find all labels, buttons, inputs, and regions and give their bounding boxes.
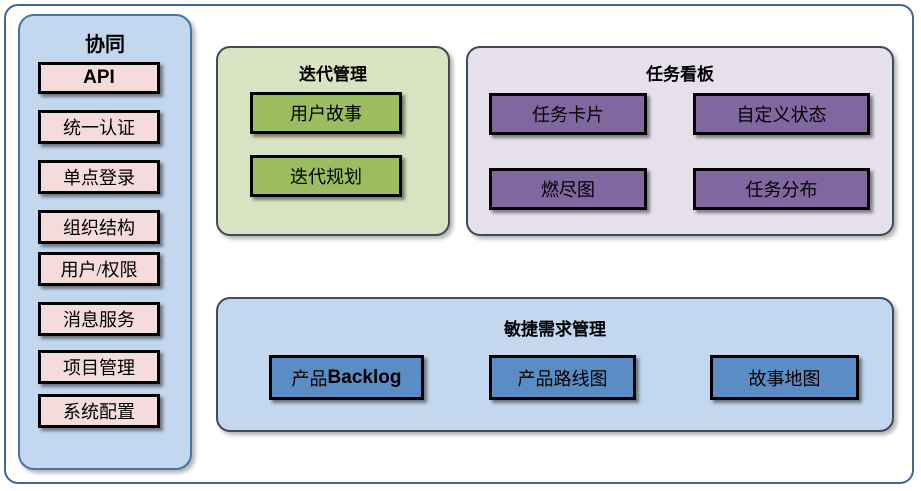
sidebar-item-api[interactable]: API [38,62,160,94]
sidebar-item-user-permission[interactable]: 用户/权限 [38,252,160,286]
panel-collaboration-title: 协同 [85,34,125,56]
taskboard-item-custom-status[interactable]: 自定义状态 [693,93,870,135]
taskboard-item-task-card[interactable]: 任务卡片 [489,93,647,135]
agile-item-product-roadmap[interactable]: 产品路线图 [489,355,636,400]
panel-agile-requirements-title: 敏捷需求管理 [504,320,606,339]
sidebar-item-org-structure[interactable]: 组织结构 [38,210,160,244]
panel-iteration-management-title: 迭代管理 [299,65,367,84]
taskboard-item-task-distribution[interactable]: 任务分布 [693,168,870,210]
panel-iteration-management[interactable]: 迭代管理 [216,46,450,236]
sidebar-item-project-management[interactable]: 项目管理 [38,350,160,384]
panel-task-board-title: 任务看板 [646,65,714,84]
iteration-item-user-story[interactable]: 用户故事 [250,92,402,134]
sidebar-item-single-sign-on[interactable]: 单点登录 [38,160,160,194]
outer-frame [4,4,914,484]
agile-item-product-backlog-prefix: 产品 [291,368,328,389]
taskboard-item-burndown-chart[interactable]: 燃尽图 [489,168,647,210]
iteration-item-iteration-planning[interactable]: 迭代规划 [250,155,402,197]
sidebar-item-message-service[interactable]: 消息服务 [38,302,160,336]
agile-item-story-map[interactable]: 故事地图 [710,355,859,400]
sidebar-item-unified-auth[interactable]: 统一认证 [38,110,160,144]
agile-item-product-backlog-bold: Backlog [327,366,402,388]
sidebar-item-system-config[interactable]: 系统配置 [38,394,160,428]
